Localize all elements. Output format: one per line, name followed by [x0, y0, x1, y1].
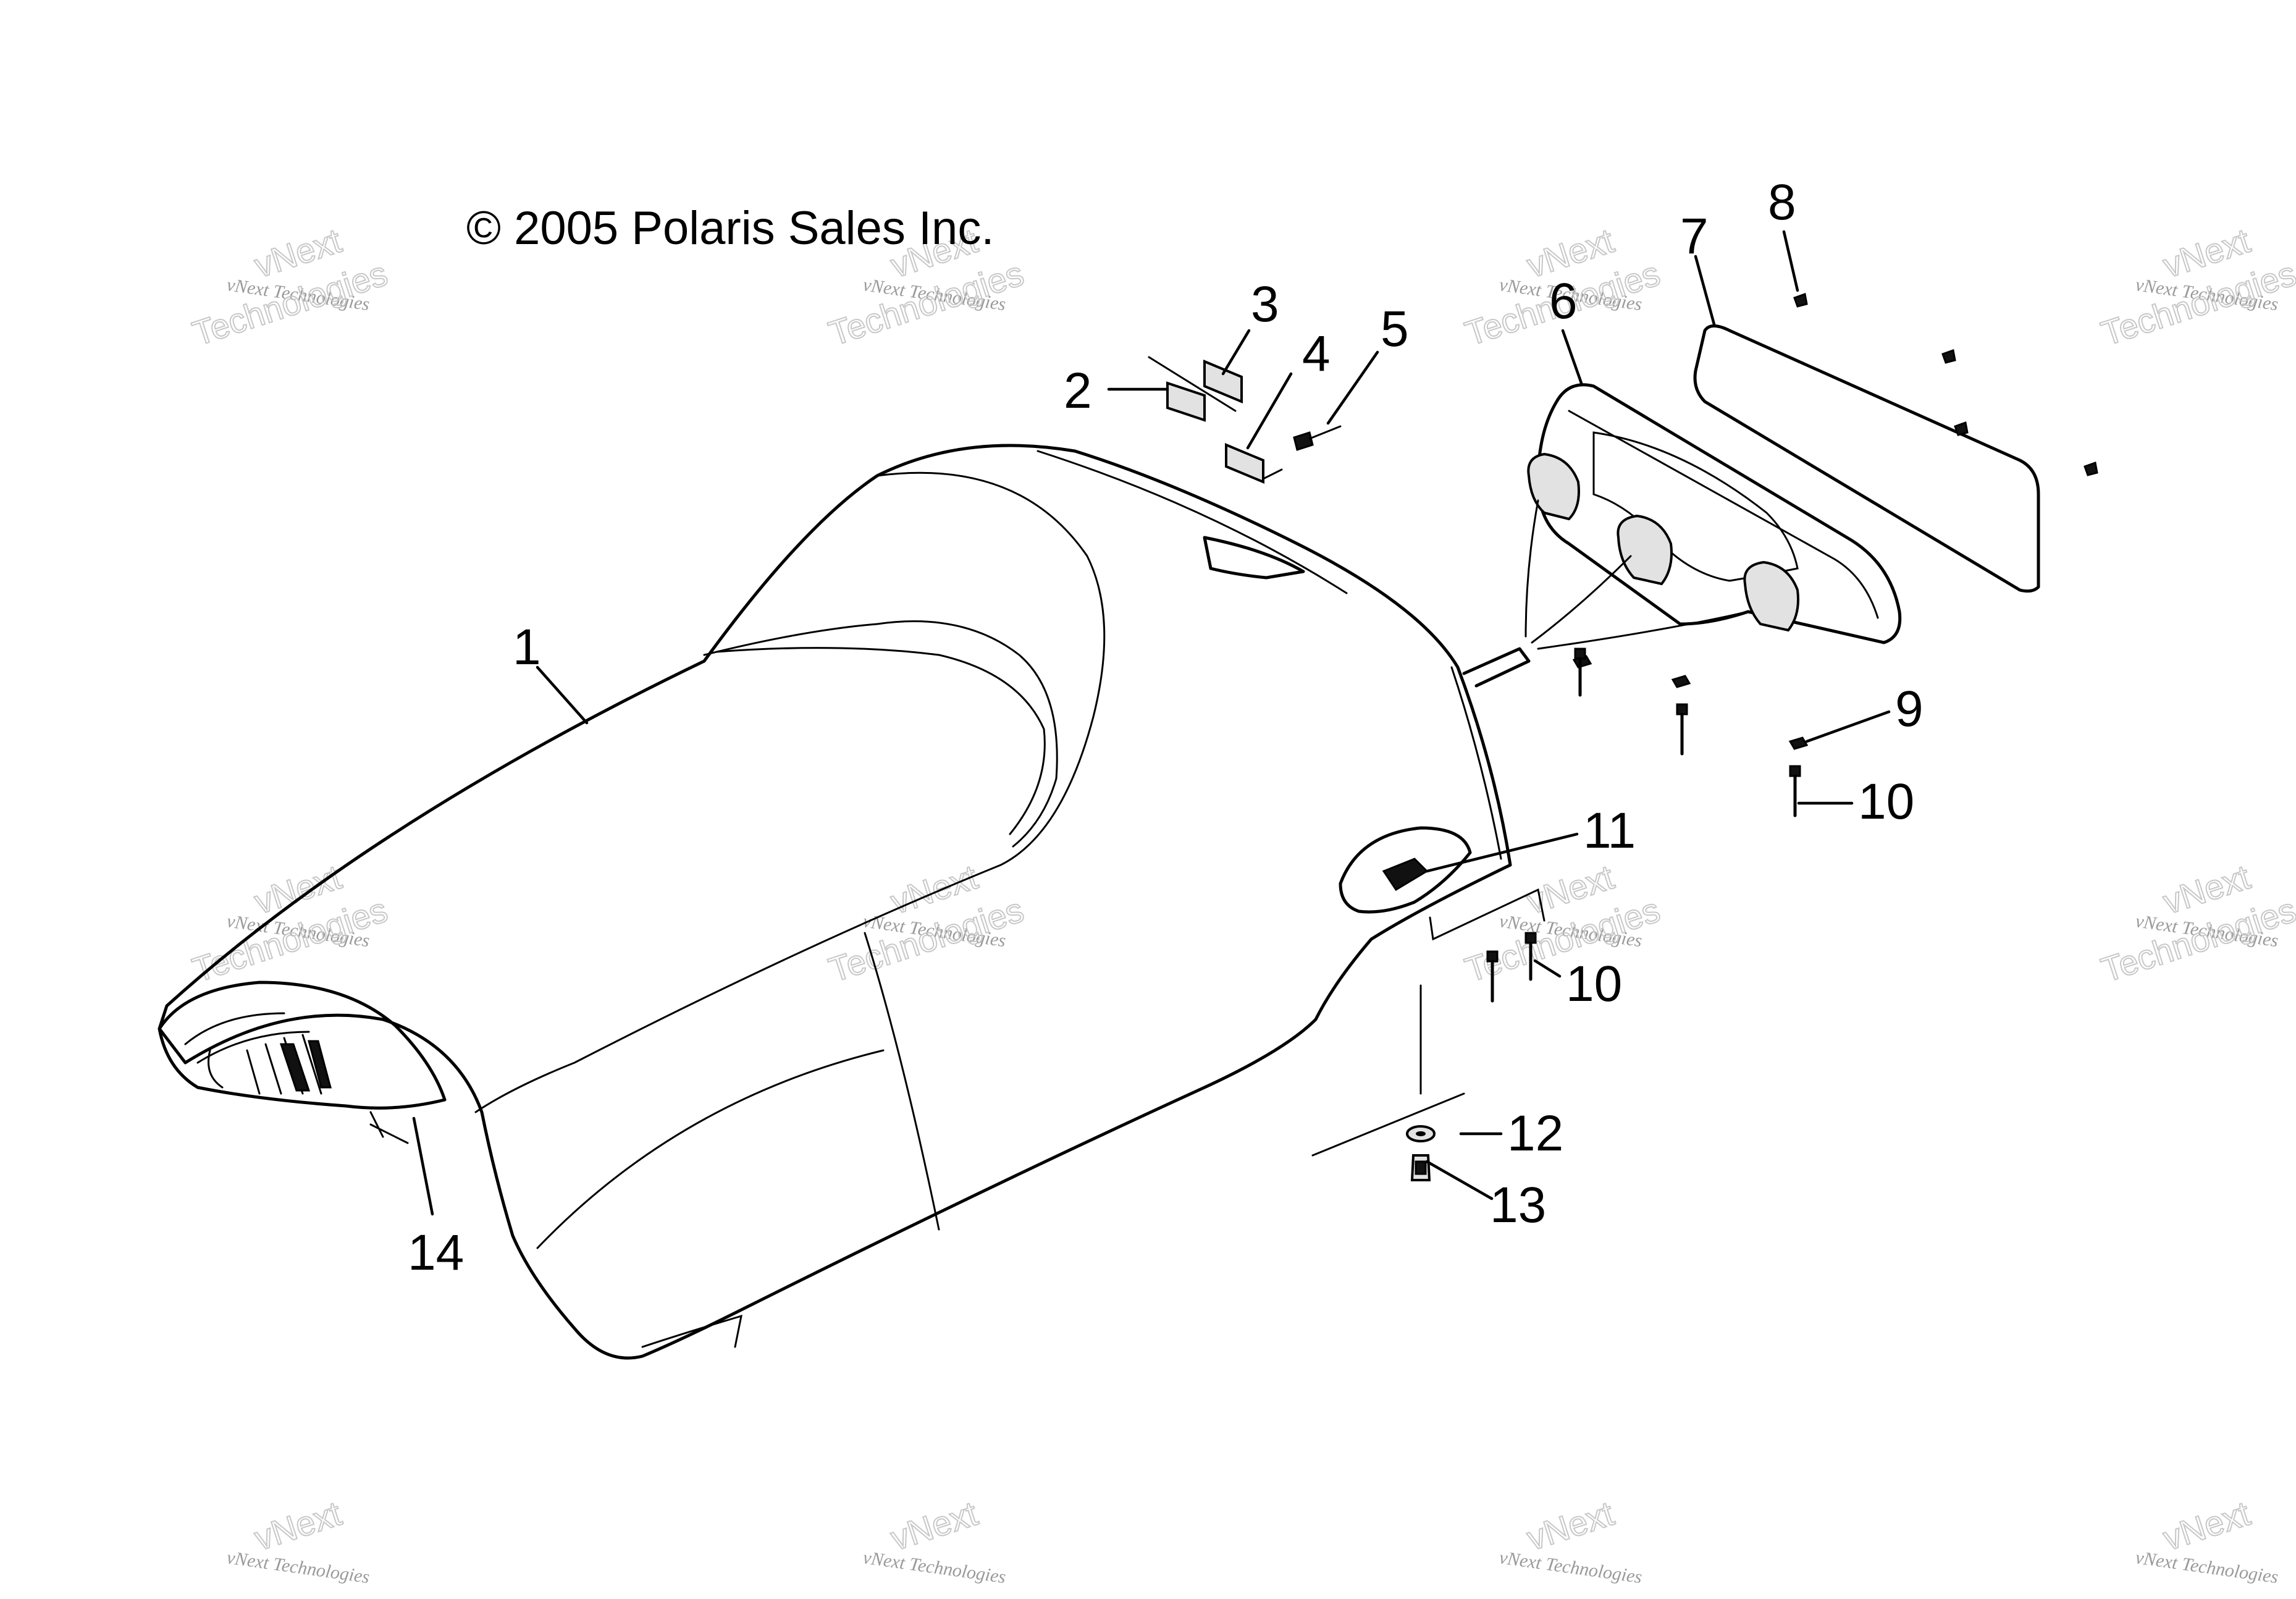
- hinge-latch: [1382, 858, 1429, 892]
- screw-8d: [2084, 462, 2098, 476]
- seat-top-line: [1037, 450, 1348, 594]
- watermark: vNext vNext Technologies Technologies: [2096, 856, 2296, 990]
- svg-text:vNext Technologies: vNext Technologies: [862, 1547, 1007, 1587]
- seat-ridge-inner: [715, 647, 1046, 835]
- callout-10-upper: 10: [1858, 774, 1914, 830]
- watermark: vNext vNext Technologies Technologies: [187, 220, 392, 353]
- leader-1: [536, 665, 589, 725]
- leader-8: [1782, 230, 1799, 292]
- seat-right-crease: [1450, 666, 1502, 860]
- watermark: vNext vNext Technologies Technologies: [187, 856, 392, 990]
- seat-bottom-trim: [641, 1314, 742, 1348]
- bolt-10b: [1676, 703, 1688, 756]
- svg-text:vNext Technologies: vNext Technologies: [1498, 1547, 1643, 1587]
- bulb-socket-2: [1617, 514, 1673, 586]
- callout-labels: 1 2 3 4 5 6 7 8 9 10 10 11 12 13 14: [408, 174, 1924, 1281]
- screw-8a: [1793, 293, 1808, 308]
- seat-assembly: [158, 444, 1512, 1360]
- svg-text:vNext: vNext: [250, 1493, 346, 1558]
- callout-12: 12: [1507, 1105, 1563, 1162]
- callout-2: 2: [1064, 363, 1092, 419]
- leader-4: [1246, 372, 1293, 450]
- leader-9: [1805, 710, 1891, 743]
- seat-hinge-recess: [1339, 826, 1472, 914]
- leader-3: [1221, 329, 1251, 376]
- callout-14: 14: [408, 1225, 464, 1281]
- callout-6: 6: [1549, 273, 1578, 329]
- washer-bolt-12-13: [1311, 984, 1465, 1181]
- leader-6: [1561, 329, 1583, 385]
- seat-ridge: [703, 620, 1058, 848]
- svg-text:vNext: vNext: [1522, 1493, 1618, 1558]
- seat-latch-plate: [369, 1111, 409, 1144]
- callout-13: 13: [1490, 1177, 1546, 1233]
- decal-plates: [1148, 356, 1283, 484]
- leader-10-lower: [1533, 959, 1562, 978]
- tail-light-housing: [1462, 383, 1902, 688]
- callout-5: 5: [1381, 301, 1409, 357]
- seat-front-opening: [158, 981, 447, 1110]
- watermark: vNext vNext Technologies: [2134, 1493, 2279, 1587]
- copyright-text: © 2005 Polaris Sales Inc.: [466, 202, 994, 255]
- screw-8b: [1941, 349, 1956, 364]
- svg-text:vNext Technologies: vNext Technologies: [2134, 1547, 2279, 1587]
- screw-8c: [1954, 421, 1969, 436]
- callout-1: 1: [513, 619, 541, 675]
- wiring-harness: [1524, 499, 1749, 650]
- bolt-10d: [1486, 950, 1499, 1003]
- seat-side-line: [864, 932, 940, 1231]
- decal-plate-2: [1166, 381, 1206, 422]
- leader-13: [1425, 1160, 1494, 1200]
- callout-3: 3: [1251, 276, 1279, 332]
- watermark: vNext vNext Technologies Technologies: [823, 856, 1028, 990]
- watermark: vNext vNext Technologies: [225, 1493, 371, 1587]
- decal-plate-4: [1225, 443, 1264, 484]
- watermark: vNext vNext Technologies Technologies: [2096, 220, 2296, 353]
- callout-10-lower: 10: [1566, 956, 1622, 1012]
- leader-14: [412, 1116, 434, 1216]
- svg-text:vNext Technologies: vNext Technologies: [225, 1547, 371, 1587]
- bolt-10c: [1789, 765, 1801, 817]
- screw-5: [1293, 425, 1342, 451]
- decal-plate-3: [1203, 360, 1243, 403]
- svg-text:vNext: vNext: [2158, 1493, 2255, 1558]
- lens-screws: [1793, 293, 2098, 476]
- nut-9b: [1671, 675, 1691, 688]
- callout-8: 8: [1768, 174, 1796, 230]
- mount-bracket-line: [1429, 888, 1545, 941]
- bolt-10e: [1524, 932, 1537, 981]
- callout-11: 11: [1583, 803, 1636, 859]
- seat-outline: [158, 444, 1512, 1360]
- callout-4: 4: [1302, 326, 1331, 382]
- nut-9c: [1788, 736, 1809, 750]
- callout-9: 9: [1895, 681, 1924, 737]
- leader-5: [1326, 350, 1379, 425]
- callout-7: 7: [1680, 208, 1709, 264]
- leader-7: [1694, 255, 1716, 326]
- seat-grip-strip: [1203, 536, 1305, 580]
- watermark: vNext vNext Technologies: [862, 1493, 1007, 1587]
- housing-fasteners: [1486, 648, 1809, 1003]
- seat-lower-line: [536, 1049, 885, 1249]
- leader-11: [1425, 832, 1579, 873]
- watermark-layer: vNext vNext Technologies Technologies vN…: [187, 220, 2296, 1587]
- seat-rear-shoulder: [474, 471, 1106, 1113]
- seat-storage-detail: [184, 1012, 332, 1095]
- wire-connector: [1462, 647, 1531, 688]
- bulb-socket-3: [1743, 560, 1799, 632]
- watermark: vNext vNext Technologies: [1498, 1493, 1643, 1587]
- svg-text:vNext: vNext: [886, 1493, 982, 1558]
- leader-lines: [412, 230, 1891, 1216]
- tail-light-lens: [1693, 324, 2040, 593]
- bolt-10a: [1574, 648, 1586, 697]
